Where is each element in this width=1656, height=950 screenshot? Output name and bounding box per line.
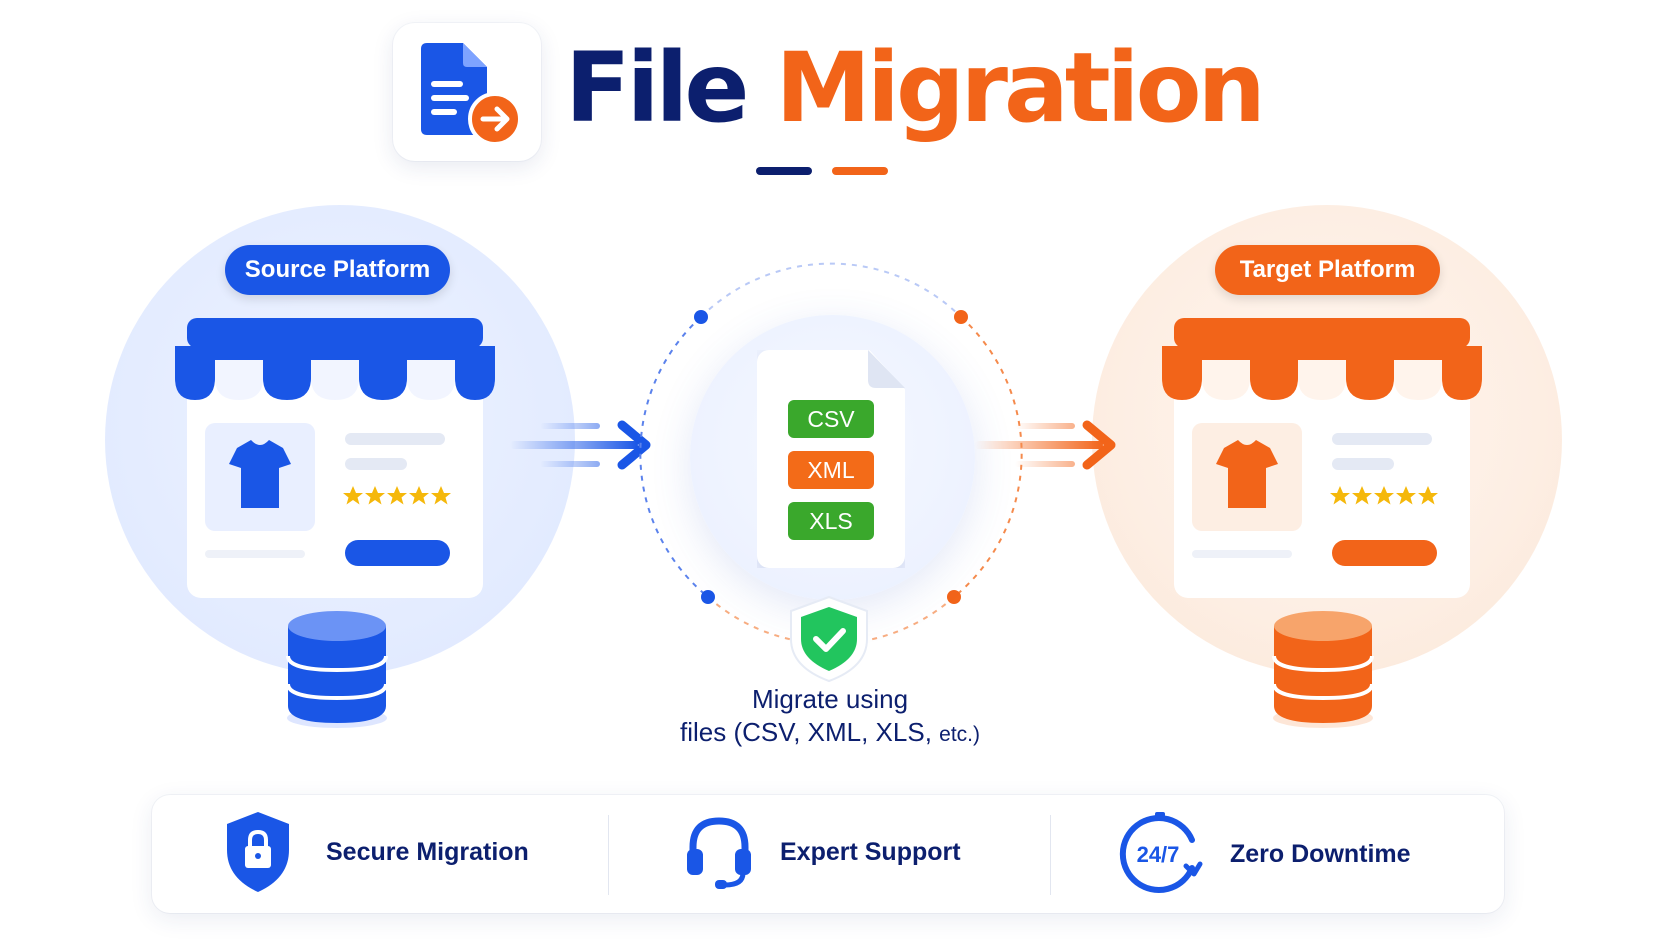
title-part-migration: Migration (775, 32, 1266, 144)
lock-shield-icon (227, 812, 289, 892)
clock-24-7-icon: 24/7 (1119, 812, 1203, 893)
file-transfer-icon (421, 43, 522, 146)
migration-caption: Migrate using files (CSV, XML, XLS, etc.… (630, 683, 1030, 751)
features-bar (152, 795, 1504, 913)
features-divider (608, 815, 609, 895)
title-part-file: File (565, 32, 749, 144)
caption-line-1: Migrate using (751, 684, 909, 714)
app-logo (393, 23, 541, 161)
title-underline-orange (832, 167, 888, 175)
source-store-icon (175, 318, 495, 598)
caption-line-2: files (CSV, XML, XLS, etc.) (630, 716, 1030, 751)
feature-zero-downtime-label: Zero Downtime (1230, 840, 1411, 868)
target-store-icon (1162, 318, 1482, 598)
caption-line-2-main: files (CSV, XML, XLS, (680, 717, 932, 747)
features-divider (1050, 815, 1051, 895)
target-database-icon (1272, 611, 1374, 728)
page-title: File Migration (565, 28, 1266, 148)
center-to-target-arrow (975, 420, 1116, 470)
headset-icon (687, 817, 751, 889)
feature-expert-support-label: Expert Support (780, 838, 961, 866)
source-platform-label: Source Platform (225, 245, 450, 295)
feature-secure-migration-label: Secure Migration (326, 838, 529, 866)
format-badge-xls: XLS (788, 502, 874, 540)
format-badge-xml: XML (788, 451, 874, 489)
source-database-icon (286, 611, 388, 728)
secure-check-shield-icon (790, 595, 868, 683)
source-to-center-arrow (510, 420, 651, 470)
format-badge-csv: CSV (788, 400, 874, 438)
caption-line-2-etc: etc.) (939, 723, 980, 746)
file-fold-corner (868, 350, 905, 388)
target-platform-label: Target Platform (1215, 245, 1440, 295)
clock-24-7-text: 24/7 (1137, 842, 1180, 867)
title-underline-navy (756, 167, 812, 175)
